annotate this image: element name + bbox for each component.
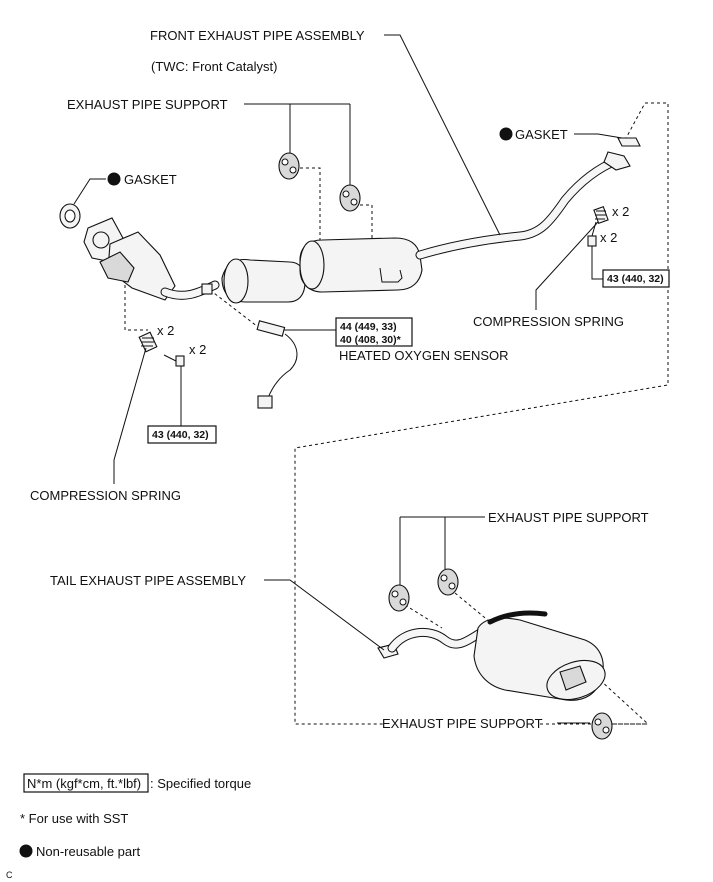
tail-support-dash-2 — [454, 592, 491, 623]
torque-box-right — [602, 269, 670, 288]
left-flange-dash — [124, 285, 148, 331]
leader-spring-right — [535, 221, 599, 310]
exhaust-pipe-support-top-2 — [339, 184, 361, 212]
converter-hanger — [379, 267, 403, 283]
exhaust-pipe-support-mid-1 — [388, 584, 410, 612]
label-exhaust-pipe-support-mid: EXHAUST PIPE SUPPORT — [488, 510, 649, 525]
leader-gasket-left — [73, 178, 106, 205]
leader-tail-pipe — [264, 579, 385, 651]
legend-non-reusable-text: Non-reusable part — [36, 844, 140, 859]
torque-box-left — [147, 425, 217, 444]
compression-spring-left — [138, 331, 158, 353]
flange-hole — [92, 231, 110, 249]
heated-oxygen-sensor — [256, 320, 298, 409]
leader-torque-right — [591, 246, 603, 280]
non-reusable-dot-gasket-right — [499, 127, 513, 141]
tail-exhaust-pipe-assembly — [377, 610, 606, 701]
front-catalyst-end — [223, 258, 249, 304]
muffler-outlet — [559, 665, 587, 691]
legend-non-reusable-dot — [19, 844, 33, 858]
leader-spring-left — [113, 347, 147, 484]
legend-unit-box — [23, 773, 149, 793]
leader-support-top — [244, 103, 351, 185]
sensor-wire — [267, 333, 298, 399]
rear-flange — [603, 151, 631, 171]
label-tail-exhaust-pipe-assembly: TAIL EXHAUST PIPE ASSEMBLY — [50, 573, 246, 588]
label-compression-spring-left: COMPRESSION SPRING — [30, 488, 181, 503]
corner-code: C — [6, 870, 13, 880]
label-exhaust-pipe-support-top: EXHAUST PIPE SUPPORT — [67, 97, 228, 112]
sensor-connector — [257, 395, 273, 409]
torque-right-text: 43 (440, 32) — [607, 273, 664, 285]
leader-gasket-right — [574, 133, 623, 139]
heat-shield — [99, 251, 135, 283]
leader-support-mid — [399, 516, 485, 585]
bolt-left — [163, 354, 185, 367]
sensor-boss — [201, 283, 213, 295]
legend-unit-box-text: N*m (kgf*cm, ft.*lbf) — [27, 776, 141, 791]
leader-front-pipe — [384, 34, 501, 236]
label-x2-spring-right: x 2 — [612, 204, 629, 219]
tail-support-dash-1 — [404, 604, 443, 629]
front-exhaust-pipe-assembly — [83, 151, 631, 304]
label-gasket-right: GASKET — [515, 127, 568, 142]
label-compression-spring-right: COMPRESSION SPRING — [473, 314, 624, 329]
gasket-right — [617, 137, 641, 147]
torque-box-sensor — [335, 317, 413, 347]
sensor-dash — [209, 289, 263, 331]
label-x2-spring-left: x 2 — [157, 323, 174, 338]
legend-sst-note: * For use with SST — [20, 811, 128, 826]
label-exhaust-pipe-support-bottom: EXHAUST PIPE SUPPORT — [382, 716, 543, 731]
label-twc: (TWC: Front Catalyst) — [151, 59, 277, 74]
support-dash-1 — [300, 167, 321, 243]
exhaust-pipe-support-top-1 — [278, 152, 300, 180]
assembly-outline-upper — [294, 102, 669, 725]
legend-unit-text: : Specified torque — [150, 776, 251, 791]
mid-converter-end — [299, 240, 325, 290]
label-x2-bolt-right: x 2 — [600, 230, 617, 245]
right-flange-dash — [624, 102, 646, 141]
torque-left-text: 43 (440, 32) — [152, 429, 209, 441]
compression-spring-right — [593, 206, 609, 224]
non-reusable-dot-gasket-left — [107, 172, 121, 186]
torque-sensor-line2: 40 (408, 30)* — [340, 334, 402, 346]
label-gasket-left: GASKET — [124, 172, 177, 187]
torque-sensor-line1: 44 (449, 33) — [340, 321, 397, 333]
exhaust-pipe-support-bottom — [591, 712, 613, 740]
label-x2-bolt-left: x 2 — [189, 342, 206, 357]
gasket-left — [59, 203, 81, 229]
muffler-top-pipe — [487, 610, 548, 625]
label-front-exhaust-pipe-assembly: FRONT EXHAUST PIPE ASSEMBLY — [150, 28, 365, 43]
exhaust-pipe-support-mid-2 — [437, 568, 459, 596]
label-heated-oxygen-sensor: HEATED OXYGEN SENSOR — [339, 348, 509, 363]
